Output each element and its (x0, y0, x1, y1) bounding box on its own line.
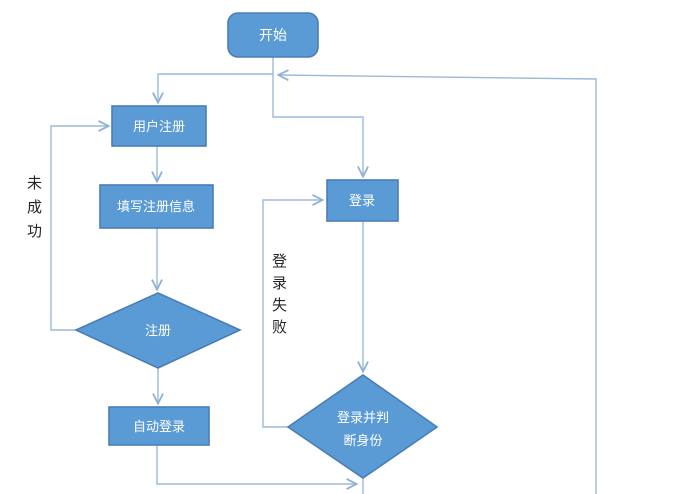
edge-auto-login-to-exit (156, 445, 356, 484)
auto-login-node-label: 自动登录 (133, 419, 185, 434)
judge-identity-decision-shape (286, 374, 439, 479)
edge-return-loop (279, 75, 597, 494)
fill-register-info-node-label: 填写注册信息 (117, 199, 195, 214)
register-decision-shape (74, 292, 242, 369)
edge-to-login (272, 74, 363, 176)
edge-register-fail-loop (50, 126, 108, 331)
judge-identity-decision-node: 登录并判 断身份 (286, 374, 439, 479)
user-register-node: 用户注册 (111, 105, 207, 147)
login-node: 登录 (326, 179, 399, 222)
login-node-label: 登录 (349, 193, 375, 208)
login-node-shape (326, 179, 399, 222)
start-node-label: 开始 (259, 27, 287, 43)
start-node: 开始 (227, 12, 319, 58)
edge-label-unsuccessful: 未成功 (25, 175, 42, 247)
start-node-shape (227, 12, 319, 58)
judge-identity-decision-label-line2: 断身份 (343, 433, 382, 448)
fill-register-info-node-shape (99, 184, 214, 229)
register-decision-label: 注册 (145, 323, 171, 338)
user-register-node-shape (111, 105, 207, 147)
register-decision-node: 注册 (74, 292, 242, 369)
edge-to-user-register (158, 73, 273, 102)
user-register-node-label: 用户注册 (133, 119, 185, 134)
edge-judge-fail-loop (262, 200, 322, 428)
auto-login-node-shape (108, 406, 210, 446)
auto-login-node: 自动登录 (108, 406, 210, 446)
fill-register-info-node: 填写注册信息 (99, 184, 214, 229)
judge-identity-decision-label-line1: 登录并判 (337, 410, 389, 425)
edge-label-login-failed: 登录失败 (270, 253, 287, 341)
